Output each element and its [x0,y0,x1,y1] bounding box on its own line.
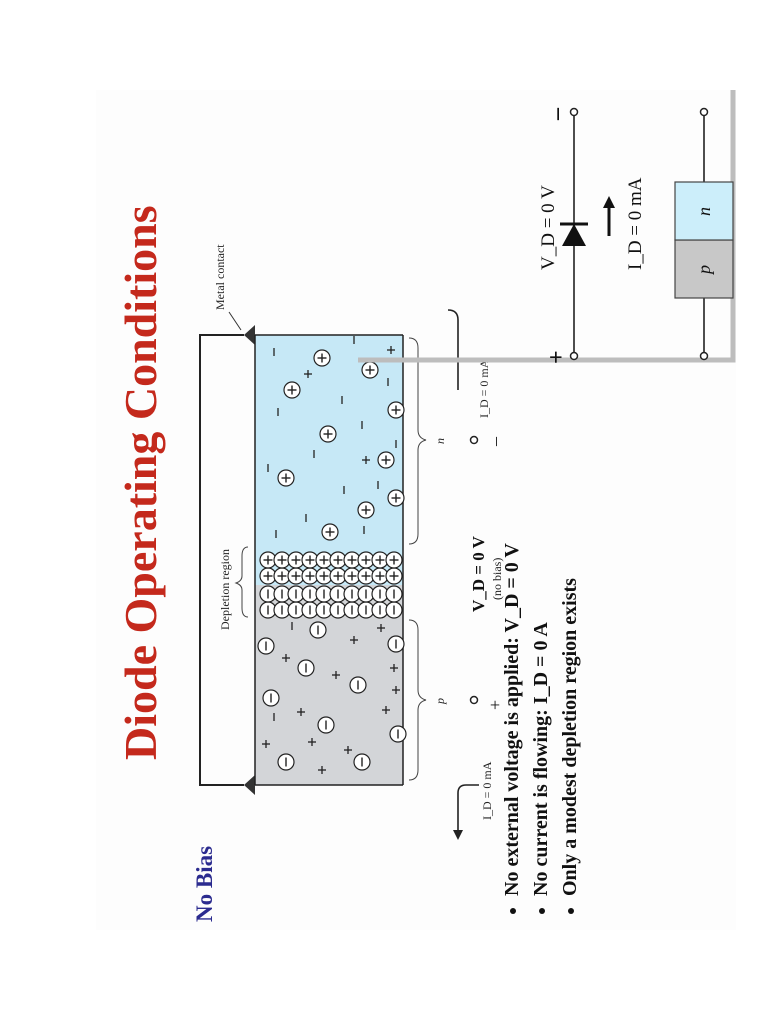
vd-label: V_D = 0 V [469,535,488,612]
depletion-region-label: Depletion region [218,549,232,630]
depletion-brace [234,546,249,618]
schematic-p-label: p [694,265,714,276]
p-brace [408,619,427,781]
schematic-n-label: n [694,207,714,216]
bullet-item: No external voltage is applied: V_D = 0 … [501,543,524,896]
schematic-minus-sign: – [544,107,570,121]
schematic-n-block [674,181,734,241]
id-arrow-left [457,784,479,830]
p-region-label: p [433,698,447,705]
n-region-label: n [433,438,447,444]
id-label-left: I_D = 0 mA [480,761,494,820]
schematic-plus-sign: + [544,350,570,364]
id-label-right: I_D = 0 mA [477,359,491,418]
minus-terminal [469,435,479,445]
bullet-list: No external voltage is applied: V_D = 0 … [501,543,588,922]
schematic-id-label: I_D = 0 mA [625,177,646,270]
slide-canvas: Diode Operating Conditions No Bias p [96,90,736,930]
metal-contact-leader [228,311,242,331]
id-arrow-right-curve [447,309,459,390]
metal-contact-right [244,325,255,345]
bullet-item: No current is flowing: I_D = 0 A [530,543,553,896]
pn-junction-diagram: p n Depletion region Metal contact + – V… [199,244,505,840]
metal-contact-left [244,775,255,795]
id-arrow-left-head [453,830,463,840]
schematic-minus-node [569,107,579,117]
no-bias-label: (no bias) [490,558,504,600]
minus-terminal-sign: – [485,436,505,447]
plus-terminal-sign: + [485,700,505,710]
schematic-panel: + – V_D = 0 V I_D = 0 mA p n [358,90,736,364]
external-wire [199,334,244,786]
metal-contact-label: Metal contact [213,244,227,310]
schematic-plus-node [569,351,579,361]
schematic-frame [358,90,736,363]
schematic-vd-label: V_D = 0 V [538,185,559,270]
bullet-item: Only a modest depletion region exists [559,543,582,896]
diode-symbol [562,224,586,246]
n-brace [408,337,427,545]
plus-terminal [469,695,479,705]
p-region [255,617,403,785]
charge-carriers [257,336,407,774]
schematic-current-arrowhead [603,196,615,208]
